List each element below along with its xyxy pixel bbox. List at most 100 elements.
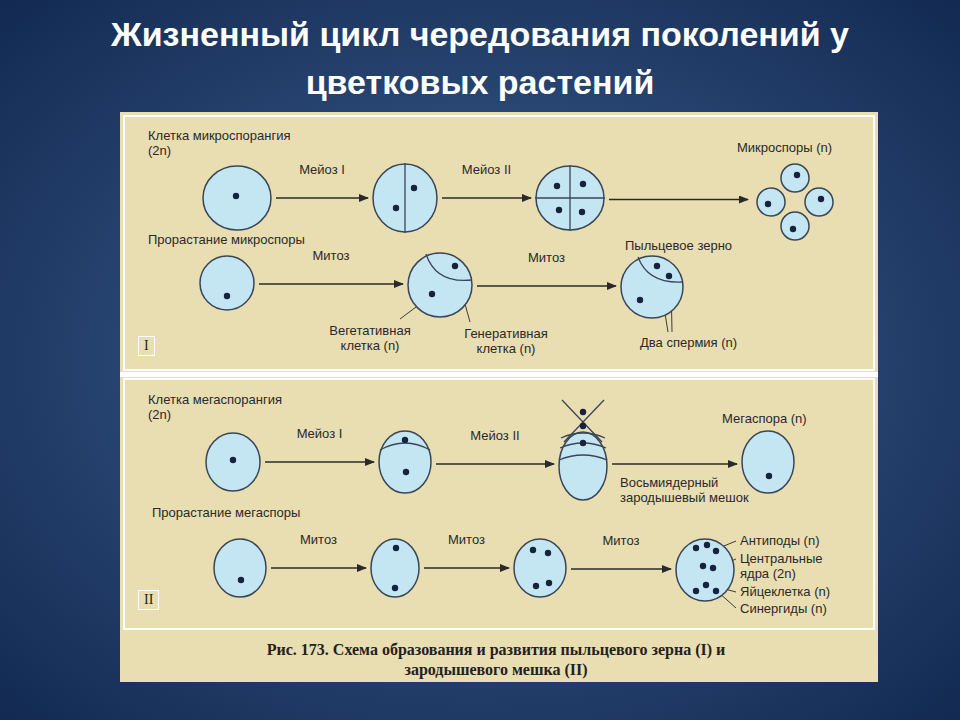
nucleus	[393, 205, 399, 211]
cell: Мегаспора (n)	[741, 430, 795, 494]
cell-body	[621, 256, 683, 318]
cell	[370, 538, 420, 598]
nucleus	[402, 437, 408, 443]
arrow-connector	[477, 285, 616, 287]
cell-body	[214, 539, 266, 597]
nucleus	[230, 457, 236, 463]
cell-outline	[372, 163, 438, 233]
cell-wall	[404, 163, 405, 233]
process-label: Мейоз I	[296, 162, 348, 177]
arrow-connector	[276, 197, 368, 199]
leader-lines	[400, 270, 736, 608]
nucleus	[713, 548, 719, 554]
nucleus	[233, 193, 239, 199]
nucleus	[546, 580, 552, 586]
process-label: Мейоз II	[459, 162, 514, 177]
cell-label: Мегаспора (n)	[722, 411, 842, 426]
nucleus	[238, 577, 244, 583]
cell-wall	[535, 197, 605, 198]
cell: Пыльцевое зерноДва спермия (n)	[620, 255, 684, 319]
cell-body	[676, 539, 734, 601]
cell-outline	[199, 255, 255, 311]
cell-label: Два спермия (n)	[640, 335, 780, 350]
arrow-connector	[271, 567, 366, 569]
nucleus	[554, 183, 560, 189]
nucleus	[666, 273, 672, 279]
section-frame	[124, 379, 874, 629]
nucleus	[579, 209, 585, 215]
cell-label: Яйцеклетка (n)	[740, 584, 860, 599]
arrow-connector	[442, 197, 531, 199]
nucleus	[403, 469, 409, 475]
cell-outline	[620, 255, 684, 319]
nucleus	[393, 545, 399, 551]
process-label: Митоз	[600, 533, 643, 548]
nucleus	[704, 542, 710, 548]
nucleus	[693, 545, 699, 551]
microspore	[757, 188, 785, 216]
spore-group: Микроспоры (n)	[752, 160, 838, 242]
nucleus	[790, 226, 796, 232]
section-frame	[124, 116, 874, 370]
cell-outline	[370, 538, 420, 598]
cell-outline	[558, 431, 608, 501]
process-label: Митоз	[445, 532, 488, 547]
cell-label: Восьмиядерный зародышевый мешок	[620, 475, 770, 505]
cell-body	[514, 539, 566, 597]
nucleus	[580, 181, 586, 187]
arrow-connector	[259, 283, 403, 285]
cell: Прорастание мегаспоры	[213, 538, 267, 598]
nucleus	[713, 588, 719, 594]
process-label: Митоз	[297, 532, 340, 547]
cell-outline	[202, 165, 272, 231]
cell-wall	[559, 455, 607, 460]
cell-outline	[407, 252, 473, 318]
cell-outline	[675, 538, 735, 602]
nucleus	[533, 583, 539, 589]
cell-label: Антиподы (n)	[740, 533, 860, 548]
nucleus	[580, 409, 586, 415]
nucleus	[411, 185, 417, 191]
caption: Рис. 173. Схема образования и развития п…	[226, 640, 766, 680]
arrow-connector	[571, 568, 671, 570]
process-label: Митоз	[525, 250, 568, 265]
cell-wall	[561, 433, 605, 438]
cell-wall	[380, 443, 430, 450]
cell-body	[200, 256, 254, 310]
nucleus	[545, 550, 551, 556]
cell: Вегетативная клетка (n)Генеративная клет…	[407, 252, 473, 318]
cell	[378, 430, 432, 494]
section-number: II	[138, 590, 159, 610]
arrow-connector	[424, 567, 509, 569]
cell-label: Вегетативная клетка (n)	[312, 323, 428, 353]
cell-outline	[535, 165, 605, 231]
nucleus	[580, 423, 586, 429]
cell-outline	[205, 432, 261, 492]
cell: Прорастание микроспоры	[199, 255, 255, 311]
nucleus	[392, 585, 398, 591]
separator	[120, 372, 878, 377]
cell-body	[408, 253, 472, 317]
nucleus	[637, 297, 643, 303]
arrow-connector	[609, 199, 748, 201]
nucleus	[224, 293, 230, 299]
cell	[535, 165, 605, 231]
nucleus	[794, 172, 800, 178]
nucleus	[654, 263, 660, 269]
nucleus	[766, 473, 772, 479]
cell-body	[371, 539, 419, 597]
microspore	[781, 164, 809, 192]
cell	[513, 538, 567, 598]
process-label: Мейоз II	[467, 428, 522, 443]
cell-label: Пыльцевое зерно	[625, 238, 765, 253]
arrow-connector	[436, 463, 554, 465]
cell-label: Прорастание микроспоры	[148, 232, 348, 247]
cell-body	[536, 166, 604, 230]
cell-outline	[378, 430, 432, 494]
cell-label: Синергиды (n)	[740, 601, 860, 616]
microspore	[781, 212, 809, 240]
nucleus	[556, 207, 562, 213]
nucleus	[429, 291, 435, 297]
cell	[558, 431, 608, 501]
cell-outline	[752, 160, 838, 242]
